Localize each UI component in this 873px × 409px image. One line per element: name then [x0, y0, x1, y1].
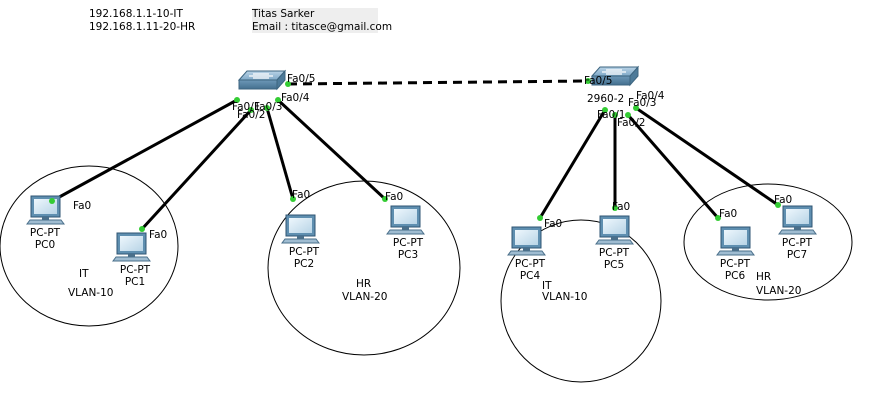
- switch-port-label: Fa0/3: [254, 101, 282, 113]
- pc-port-label: Fa0: [292, 189, 310, 201]
- link-sw2-pc6[interactable]: [626, 114, 720, 219]
- vlan-group-grp1: [0, 165, 179, 327]
- link-status-dot: [248, 107, 254, 113]
- pc-icon[interactable]: [112, 232, 151, 262]
- link-sw1-pc3[interactable]: [276, 98, 387, 201]
- group-dept-label: IT: [542, 280, 552, 292]
- pc-port-label: Fa0: [385, 191, 403, 203]
- link-status-dot: [49, 198, 55, 204]
- ip-plan-note: 192.168.1.1-10-IT 192.168.1.11-20-HR: [89, 8, 195, 33]
- pc-type-label: PC-PT: [289, 246, 320, 258]
- pc-type-label: PC-PT: [782, 237, 813, 249]
- link-status-dots: [49, 78, 781, 232]
- pc-port-label: Fa0: [149, 229, 167, 241]
- pc-icon[interactable]: [26, 195, 65, 225]
- link-status-dot: [775, 202, 781, 208]
- pc-icon[interactable]: [778, 205, 817, 235]
- switch-icon[interactable]: [237, 69, 287, 91]
- pc-type-label: PC-PT: [599, 247, 630, 259]
- link-status-dot: [537, 215, 543, 221]
- link-sw1-pc2[interactable]: [265, 107, 295, 200]
- switch-model-label: 2960-2: [587, 93, 624, 105]
- pc-icon[interactable]: [716, 226, 755, 256]
- link-status-dot: [633, 105, 639, 111]
- vlan-group-grp4: [683, 183, 853, 301]
- group-dept-label: HR: [356, 278, 371, 290]
- pc-name-label: PC3: [398, 249, 418, 261]
- switch-port-label: Fa0/1: [597, 109, 625, 121]
- pc-name-label: PC6: [725, 270, 746, 282]
- pc-port-label: Fa0: [612, 201, 630, 213]
- switch-port-label: Fa0/3: [628, 97, 656, 109]
- switch-port-label: Fa0/1: [232, 101, 260, 113]
- link-status-dot: [612, 205, 618, 211]
- links: [51, 79, 779, 231]
- link-status-dot: [382, 196, 388, 202]
- group-vlan-label: VLAN-20: [756, 285, 801, 297]
- switch-port-label: Fa0/5: [287, 73, 315, 85]
- link-sw2-pc4[interactable]: [538, 109, 607, 219]
- pc-type-label: PC-PT: [515, 258, 546, 270]
- link-status-dot: [285, 81, 291, 87]
- link-status-dot: [602, 107, 608, 113]
- pc-name-label: PC1: [125, 276, 145, 288]
- trunk-link[interactable]: [287, 79, 589, 86]
- link-status-dot: [275, 97, 281, 103]
- labels: ITVLAN-10HRVLAN-20ITVLAN-10HRVLAN-20Fa0/…: [30, 73, 813, 303]
- group-dept-label: HR: [756, 271, 771, 283]
- group-dept-label: IT: [79, 268, 89, 280]
- pc-name-label: PC5: [604, 259, 624, 271]
- switch-port-label: Fa0/2: [617, 117, 645, 129]
- pc-name-label: PC7: [787, 249, 807, 261]
- link-status-dot: [264, 105, 270, 111]
- link-status-dot: [715, 215, 721, 221]
- link-status-dot: [585, 78, 591, 84]
- pc-name-label: PC2: [294, 258, 314, 270]
- switch-port-label: Fa0/4: [281, 92, 310, 104]
- link-status-dot: [139, 226, 145, 232]
- switch-port-label: Fa0/5: [584, 75, 612, 87]
- pc-port-label: Fa0: [544, 218, 562, 230]
- link-sw1-pc1[interactable]: [140, 108, 253, 231]
- link-sw1-pc0[interactable]: [51, 98, 238, 203]
- pc-type-label: PC-PT: [120, 264, 151, 276]
- devices: [26, 65, 817, 262]
- pc-type-label: PC-PT: [30, 227, 61, 239]
- pc-type-label: PC-PT: [720, 258, 751, 270]
- pc-name-label: PC4: [520, 270, 541, 282]
- link-sw2-pc7[interactable]: [635, 106, 779, 207]
- pc-icon[interactable]: [507, 226, 546, 256]
- link-status-dot: [234, 97, 240, 103]
- pc-icon[interactable]: [386, 205, 425, 235]
- link-status-dot: [625, 112, 631, 118]
- vlan-groups: [0, 165, 853, 383]
- group-vlan-label: VLAN-20: [342, 291, 387, 303]
- switch-icon[interactable]: [590, 65, 640, 87]
- pc-name-label: PC0: [35, 239, 55, 251]
- pc-port-label: Fa0: [73, 200, 91, 212]
- group-vlan-label: VLAN-10: [542, 291, 587, 303]
- pc-icon[interactable]: [281, 214, 320, 244]
- ip-plan-it: 192.168.1.1-10-IT: [89, 8, 183, 20]
- author-email: Email : titasce@gmail.com: [252, 20, 393, 33]
- ip-plan-hr: 192.168.1.11-20-HR: [89, 20, 196, 33]
- author-note: Titas Sarker Email : titasce@gmail.com: [252, 8, 393, 33]
- link-status-dot: [290, 196, 296, 202]
- pc-type-label: PC-PT: [393, 237, 424, 249]
- pc-icon[interactable]: [595, 215, 634, 245]
- pc-port-label: Fa0: [774, 194, 792, 206]
- switch-port-label: Fa0/4: [636, 90, 665, 102]
- author-name: Titas Sarker: [252, 8, 315, 20]
- pc-port-label: Fa0: [719, 208, 737, 220]
- group-vlan-label: VLAN-10: [68, 287, 113, 299]
- vlan-group-grp3: [500, 219, 662, 383]
- switch-port-label: Fa0/2: [237, 109, 265, 121]
- link-status-dot: [612, 112, 618, 118]
